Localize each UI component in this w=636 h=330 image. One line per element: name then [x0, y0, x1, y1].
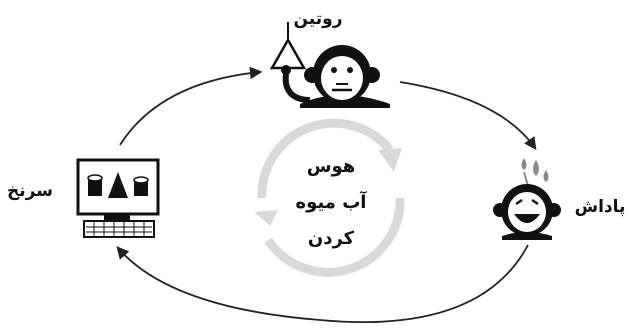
craving-line-3: کردن	[308, 228, 355, 249]
craving-line-1: هوس	[307, 156, 356, 177]
monkey-with-lever-icon	[269, 22, 390, 108]
craving-line-2: آب میوه	[296, 190, 368, 213]
craving-cycle-arrowhead-right	[378, 148, 402, 172]
cue-label: سرنخ	[7, 181, 53, 201]
arrow-cue-to-routine	[119, 66, 263, 146]
craving-cycle-arrowhead-left	[254, 210, 278, 226]
craving-cycle	[254, 118, 405, 277]
craving-cycle-arc-top	[257, 118, 394, 199]
routine-label: روتین	[294, 9, 343, 29]
arrow-routine-to-reward	[399, 81, 537, 151]
arrow-reward-to-cue	[116, 244, 529, 324]
reward-label: پاداش	[575, 197, 626, 217]
computer-screen-shapes-icon	[76, 158, 160, 238]
craving-cycle-arc-bottom	[264, 197, 405, 277]
monkey-reward-juice-icon	[493, 158, 561, 240]
